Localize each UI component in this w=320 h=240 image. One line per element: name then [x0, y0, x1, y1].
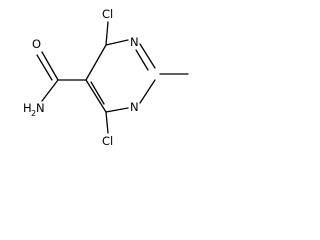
bond-c5-c4 [85, 44, 107, 81]
bond-carbonyl-o-double [36, 54, 53, 81]
bond-n1-c6 [105, 107, 129, 113]
bond-c4-n3 [105, 39, 129, 46]
pyrimidine-ring [85, 39, 156, 113]
bond-c6-cl [105, 111, 109, 134]
bond-n3-c2-inner [135, 49, 149, 71]
molecule-structure: Cl N N Cl O H 2 N [23, 7, 189, 148]
atom-o-carbonyl: O [32, 37, 41, 51]
bond-carbonyl-o [41, 51, 59, 81]
bond-n3-c2 [139, 43, 156, 69]
atom-h-amide: H [23, 101, 32, 115]
bond-c6-c5 [85, 79, 107, 113]
bond-c2-n1 [139, 79, 156, 104]
atom-n-amide: N [36, 101, 45, 115]
atom-h-amide-count: 2 [31, 109, 36, 118]
bond-c4-cl [105, 21, 109, 46]
atom-cl-bottom: Cl [102, 134, 113, 148]
atom-n-ring-top: N [130, 35, 139, 49]
bond-carbonyl-n [41, 79, 59, 102]
atom-n-ring-bottom: N [130, 100, 139, 114]
bond-c6-c5-inner [90, 81, 105, 105]
atom-cl-top: Cl [102, 7, 113, 21]
substituent-bonds [36, 21, 189, 134]
amide-nh2-label: H 2 N [23, 101, 45, 118]
